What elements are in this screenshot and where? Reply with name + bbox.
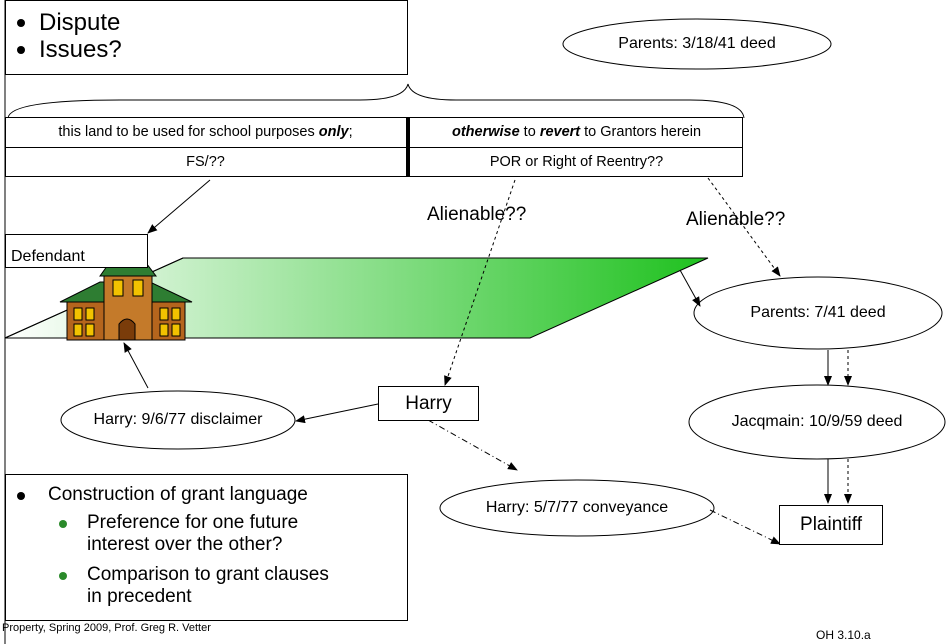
clause-left: this land to be used for school purposes… (58, 124, 353, 140)
bullet-dispute: Dispute (17, 9, 122, 36)
interest-fs: FS/?? (186, 154, 225, 170)
footer-slide-id: OH 3.10.a (816, 628, 871, 642)
bullet-construction: Construction of grant language (17, 484, 402, 506)
clause-brace (7, 83, 745, 119)
alienable-right-label: Alienable?? (686, 209, 786, 230)
plaintiff-box: Plaintiff (779, 505, 883, 545)
footer-credit: Property, Spring 2009, Prof. Greg R. Vet… (2, 622, 211, 634)
arrow-disclaimer-to-school (123, 342, 149, 389)
arrow-harry-to-conveyance (427, 419, 518, 471)
ellipse-harry-disclaimer (60, 390, 296, 450)
ellipse-jacqmain (688, 384, 946, 460)
interest-por: POR or Right of Reentry?? (489, 154, 664, 170)
arrow-por-to-parents (707, 177, 781, 277)
sub-bullet-comparison: Comparison to grant clauses in precedent (17, 564, 347, 608)
harry-label: Harry (405, 393, 452, 414)
ellipse-harry-conveyance (439, 479, 715, 537)
interest-row (5, 147, 743, 177)
harry-box: Harry (378, 386, 479, 421)
ellipse-parents-1941 (562, 18, 832, 70)
ellipse-parents-7-41 (693, 276, 943, 350)
clause-divider (406, 117, 410, 177)
arrow-por-to-harry (444, 179, 516, 386)
arrow-conveyance-to-plaintiff (709, 509, 781, 545)
defendant-label: Defendant (11, 248, 85, 265)
parents-7-41-deed: Parents: 7/41 deed (750, 304, 886, 321)
harry-conveyance: Harry: 5/7/77 conveyance (485, 499, 669, 516)
defendant-box: Defendant (5, 234, 148, 268)
bullet-text: Issues? (39, 36, 122, 63)
harry-disclaimer: Harry: 9/6/77 disclaimer (93, 411, 263, 428)
arrow-harry-to-disclaimer (295, 403, 379, 424)
arrow-fs-to-defendant (147, 179, 211, 234)
clause-right: otherwise to revert to Grantors herein (451, 124, 702, 140)
parents-1941-deed: Parents: 3/18/41 deed (618, 35, 776, 52)
sub-bullet-preference: Preference for one future interest over … (17, 512, 337, 556)
dispute-issues-box: Dispute Issues? (5, 0, 408, 75)
bullet-text: Preference for one future interest over … (87, 512, 299, 555)
bullet-text: Comparison to grant clauses in precedent (87, 564, 329, 607)
arrow-land-to-parents (679, 269, 701, 307)
bullet-text: Construction of grant language (48, 484, 308, 505)
plaintiff-label: Plaintiff (800, 514, 862, 535)
jacqmain-deed: Jacqmain: 10/9/59 deed (731, 413, 903, 430)
construction-box: Construction of grant language Preferenc… (5, 474, 408, 621)
alienable-left-label: Alienable?? (427, 204, 527, 225)
bullet-text: Dispute (39, 9, 121, 36)
bullet-issues: Issues? (17, 36, 122, 63)
